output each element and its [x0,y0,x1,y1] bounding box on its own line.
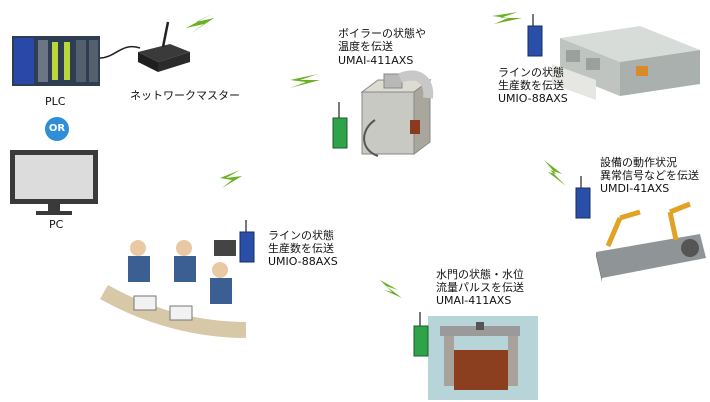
signal-bolt-icon [544,160,566,186]
transmitter-boiler [332,102,348,149]
plc-image [12,36,100,86]
or-badge: OR [45,117,69,141]
transmitter-line-bottom [239,220,255,263]
assembly-line-workers-image [100,240,247,338]
signal-bolt-icon [290,74,320,88]
plc-label: PLC [45,95,66,108]
robot-arms-image [596,201,706,282]
network-master-image [138,21,190,72]
equipment-desc-line1: 設備の動作状況 [600,156,677,169]
network-master-label: ネットワークマスター [130,89,240,102]
transmitter-line-top [527,14,543,57]
signal-icons [186,12,566,298]
pc-label: PC [49,218,64,231]
signal-bolt-icon [380,280,402,298]
boiler-model: UMAI-411AXS [338,54,414,67]
line-bottom-desc-line1: ラインの状態 [268,229,334,242]
pc-monitor-image [10,150,98,215]
gate-desc-line2: 流量パルスを伝送 [436,281,524,294]
line-bottom-model: UMIO-88AXS [268,255,338,268]
boiler-image [360,70,434,157]
ethernet-cable [99,45,141,59]
gate-desc-line1: 水門の状態・水位 [436,268,524,281]
signal-bolt-icon [220,170,242,188]
signal-bolt-icon [492,12,522,24]
line-top-model: UMIO-88AXS [498,92,568,105]
transmitter-gate [413,312,429,357]
line-top-desc-line1: ラインの状態 [498,66,564,79]
signal-bolt-icon [186,14,214,34]
equipment-desc-line2: 異常信号などを伝送 [600,169,699,182]
line-bottom-desc-line2: 生産数を伝送 [268,242,334,255]
line-top-desc-line2: 生産数を伝送 [498,79,564,92]
transmitter-equipment [575,176,591,219]
factory-machines-image [552,26,700,100]
boiler-desc-line2: 温度を伝送 [338,40,393,53]
water-gate-image [428,316,538,400]
gate-model: UMAI-411AXS [436,294,512,307]
boiler-desc-line1: ボイラーの状態や [338,27,426,40]
equipment-model: UMDI-41AXS [600,182,670,195]
